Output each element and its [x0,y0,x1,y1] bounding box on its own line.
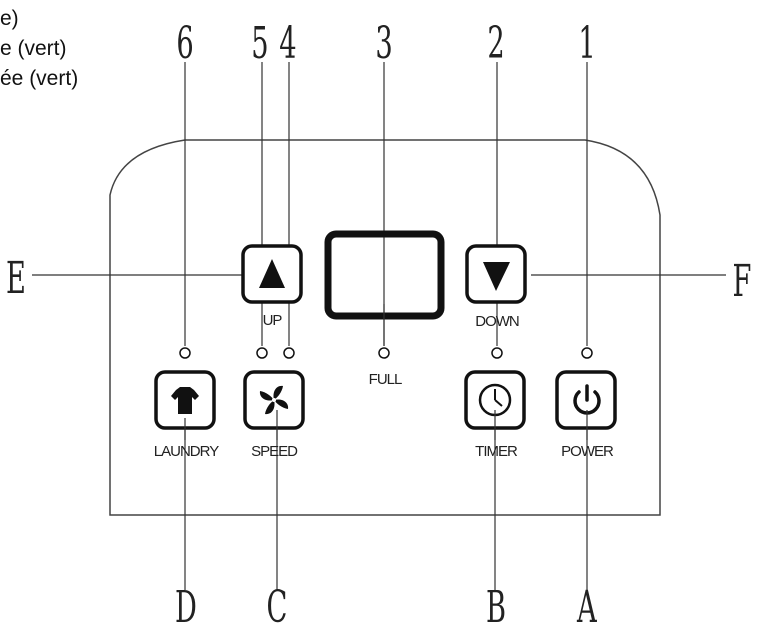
callout-B: B [486,581,506,633]
triangle-down-icon [483,262,510,291]
callout-4: 4 [279,17,296,69]
laundry-button[interactable] [154,370,216,430]
callout-C: C [267,581,288,633]
callout-F: F [733,255,752,307]
callout-2: 2 [487,17,504,69]
speed-indicator-led-4 [283,347,295,359]
callout-6: 6 [176,17,193,69]
power-label: POWER [561,443,614,460]
caption-line: e) [0,7,19,30]
caption-fragment: e) e (vert) ée (vert) [0,4,78,94]
panel-outline [109,139,661,516]
up-button[interactable] [241,244,303,304]
callout-D: D [175,581,197,633]
power-indicator-led [581,347,593,359]
triangle-up-icon [259,259,285,288]
full-indicator-led [378,347,390,359]
callout-A: A [576,581,597,633]
laundry-indicator-led [179,347,191,359]
speed-label: SPEED [251,443,298,460]
down-button[interactable] [465,244,527,304]
caption-line: e (vert) [0,37,67,60]
power-button[interactable] [555,370,617,430]
timer-indicator-led [491,347,503,359]
fan-icon [259,385,289,415]
callout-E: E [6,252,26,304]
callout-5: 5 [251,17,268,69]
caption-line: ée (vert) [0,67,79,90]
callout-1: 1 [578,17,595,69]
leader-lines [32,62,726,590]
speed-indicator-led-5 [256,347,268,359]
timer-label: TIMER [475,443,518,460]
down-label: DOWN [475,313,519,330]
full-label: FULL [369,371,402,388]
timer-button[interactable] [464,370,526,430]
callout-3: 3 [375,17,392,69]
laundry-label: LAUNDRY [154,443,219,460]
speed-button[interactable] [243,370,305,430]
shirt-icon [171,387,199,414]
up-label: UP [263,312,283,329]
